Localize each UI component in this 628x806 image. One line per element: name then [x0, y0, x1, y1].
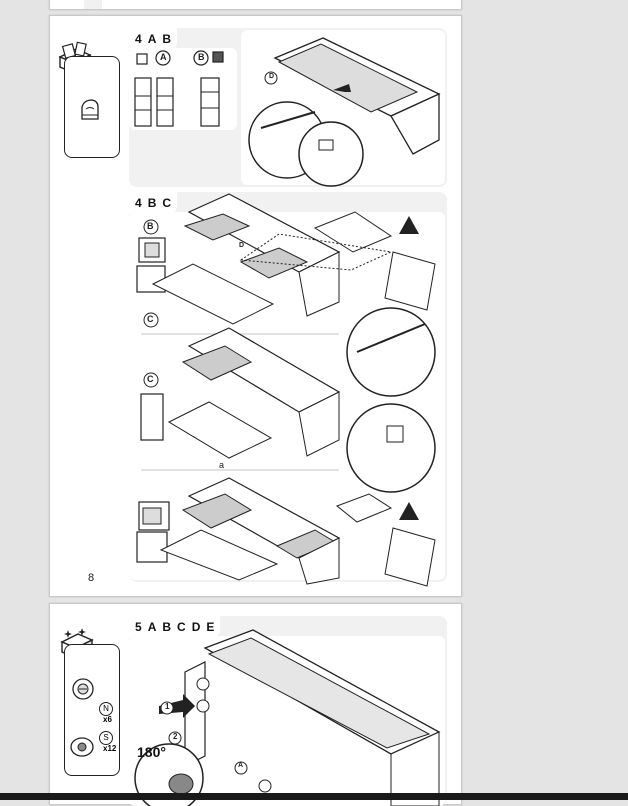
part-n-badge: N [99, 702, 113, 716]
cabinet-variants-illustration [134, 50, 224, 127]
step-number: 4 [135, 196, 142, 210]
step-letter-a: A [147, 32, 157, 46]
manual-page-8: 4 A B A B [49, 15, 462, 597]
part-s-letter: S [103, 733, 109, 742]
bottom-taskbar-edge [0, 793, 628, 800]
label-c-2: C [147, 374, 154, 384]
step-number: 5 [135, 620, 142, 634]
step-letter-c: C [177, 620, 186, 634]
top-page-tab [84, 0, 102, 9]
step-letter-b: B [162, 32, 172, 46]
step-4bc-content: B C C D a [129, 193, 445, 587]
panel-step-5: 5 A B C D E 1 2 [129, 616, 447, 806]
step-5-header: 5 A B C D E [129, 616, 221, 638]
callout-1: 1 [165, 702, 170, 711]
step-letter-a: A [147, 620, 157, 634]
step-letter-e: E [206, 620, 215, 634]
top-page [49, 0, 462, 10]
step-letter-d: D [191, 620, 201, 634]
variant-a-label: A [160, 52, 167, 62]
step-letter-c: C [162, 196, 172, 210]
step-5-illustration [134, 629, 441, 806]
cabinet-variants-box: A B [129, 48, 237, 130]
callout-2: 2 [173, 732, 178, 741]
label-b: B [147, 221, 154, 231]
step-letter-b: B [147, 196, 157, 210]
label-c: C [147, 314, 154, 324]
step-letter-b: B [162, 620, 172, 634]
shelf-install-box: D [241, 30, 445, 187]
manual-page-9: N x6 S x12 5 A B C D E [49, 603, 462, 806]
step-4bc-illustration [136, 193, 436, 587]
step-4bc-header: 4 B C [129, 192, 178, 214]
cam-bolt-icon [69, 735, 95, 759]
step-5-content: 1 2 A 180° [129, 629, 445, 806]
panel-step-4ab: 4 A B A B [129, 28, 447, 187]
step-number: 4 [135, 32, 142, 46]
callout-a: A [238, 762, 244, 769]
cam-lock-icon [71, 677, 95, 701]
panel-step-4bc: 4 B C [129, 192, 447, 587]
page-number: 8 [88, 572, 95, 584]
dim-a-label: a [219, 460, 225, 470]
tools-box [64, 56, 120, 158]
rotation-angle-label: 180° [137, 744, 166, 760]
glove-icon [78, 97, 102, 123]
shelf-install-illustration [248, 37, 441, 187]
parts-box: N x6 S x12 [64, 644, 120, 776]
part-s-qty: x12 [103, 744, 117, 753]
shelf-d-label: D [239, 242, 245, 249]
shelf-d-label: D [269, 73, 275, 80]
part-s-badge: S [99, 731, 113, 745]
step-4ab-header: 4 A B [129, 28, 178, 50]
part-n-letter: N [103, 704, 109, 713]
variant-b-label: B [198, 52, 205, 62]
part-n-qty: x6 [103, 715, 112, 724]
